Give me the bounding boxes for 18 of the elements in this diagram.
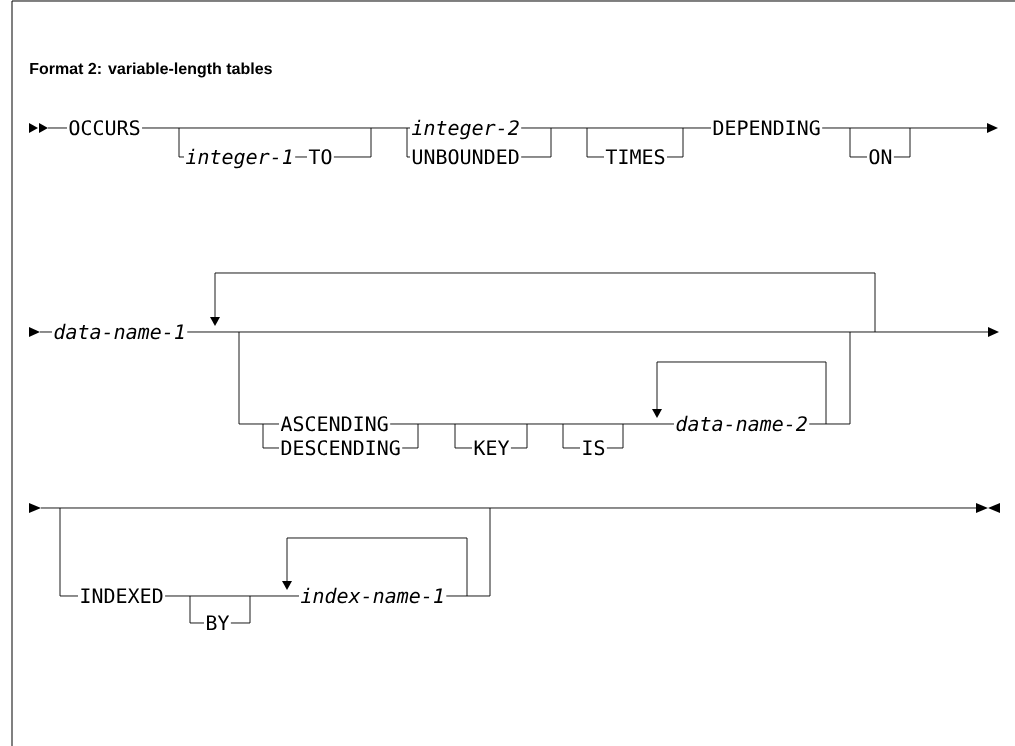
syntax-keyword: INDEXED xyxy=(81,588,163,603)
syntax-keyword: TO xyxy=(308,149,332,165)
syntax-variable: data-name-2 xyxy=(676,415,807,432)
syntax-keyword: TIMES xyxy=(605,149,665,165)
syntax-keyword: KEY xyxy=(474,440,510,455)
syntax-keyword: DESCENDING xyxy=(281,440,400,456)
syntax-variable: integer-1 xyxy=(186,148,292,169)
syntax-keyword: OCCURS xyxy=(69,120,140,136)
syntax-keyword: UNBOUNDED xyxy=(412,149,519,165)
syntax-keyword: DEPENDING xyxy=(713,120,820,136)
syntax-keyword: ASCENDING xyxy=(280,416,388,432)
title: Format 2: variable-length tables xyxy=(30,62,272,78)
syntax-variable: index-name-1 xyxy=(301,587,443,604)
syntax-variable: data-name-1 xyxy=(54,323,184,340)
syntax-keyword: IS xyxy=(583,440,605,456)
syntax-keyword: BY xyxy=(207,615,230,630)
syntax-variable: integer-2 xyxy=(412,119,519,140)
syntax-keyword: ON xyxy=(869,149,892,165)
